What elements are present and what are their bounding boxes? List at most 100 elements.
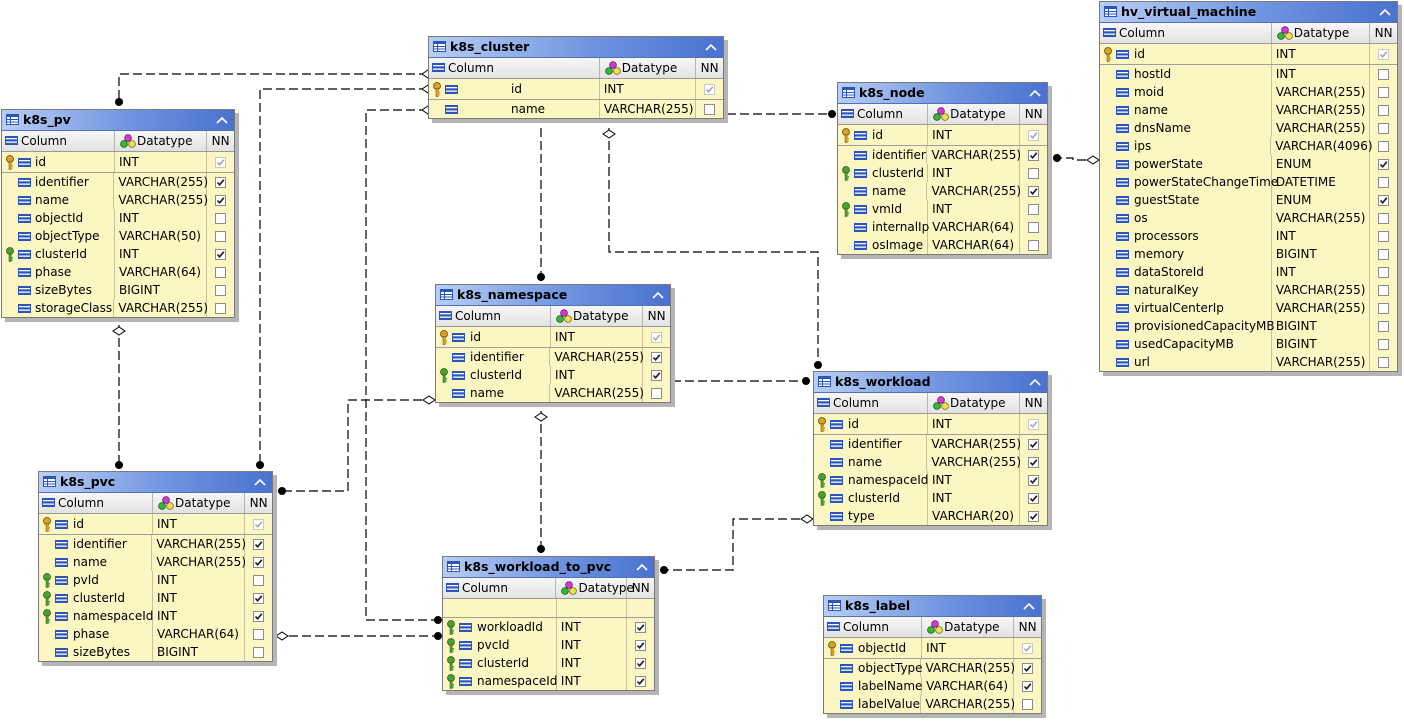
nn-checkbox[interactable] [1028, 239, 1040, 251]
nn-checkbox[interactable] [635, 675, 647, 687]
nn-checkbox[interactable] [1378, 68, 1390, 80]
entity-title-bar[interactable]: k8s_label [824, 596, 1041, 617]
entity-title-bar[interactable]: k8s_namespace [436, 285, 670, 306]
nn-checkbox[interactable] [1028, 492, 1040, 504]
nn-checkbox[interactable] [1378, 266, 1390, 278]
nn-checkbox[interactable] [1022, 662, 1034, 674]
nn-checkbox[interactable] [1378, 140, 1390, 152]
nn-checkbox[interactable] [1378, 176, 1390, 188]
nn-checkbox[interactable] [651, 387, 663, 399]
entity-title-bar[interactable]: k8s_node [838, 83, 1047, 104]
nn-checkbox[interactable] [1028, 203, 1040, 215]
entity-title-bar[interactable]: k8s_workload_to_pvc [443, 557, 654, 578]
nn-checkbox[interactable] [651, 351, 663, 363]
nn-checkbox[interactable] [253, 610, 265, 622]
nn-checkbox[interactable] [1022, 698, 1034, 710]
nn-checkbox[interactable] [215, 194, 227, 206]
nn-checkbox[interactable] [215, 302, 227, 314]
collapse-icon[interactable] [1023, 602, 1035, 610]
collapse-icon[interactable] [1379, 8, 1391, 16]
nn-checkbox[interactable] [215, 230, 227, 242]
entity-title-bar[interactable]: hv_virtual_machine [1100, 2, 1397, 23]
nn-checkbox[interactable] [1022, 642, 1034, 654]
nn-checkbox[interactable] [1378, 194, 1390, 206]
nn-checkbox[interactable] [1028, 167, 1040, 179]
collapse-icon[interactable] [1029, 89, 1041, 97]
nn-checkbox[interactable] [1028, 474, 1040, 486]
nn-checkbox[interactable] [1378, 284, 1390, 296]
nn-checkbox[interactable] [253, 556, 265, 568]
nn-checkbox[interactable] [635, 621, 647, 633]
collapse-icon[interactable] [1029, 378, 1041, 386]
nn-checkbox[interactable] [1378, 338, 1390, 350]
nn-checkbox[interactable] [215, 266, 227, 278]
nn-checkbox[interactable] [253, 538, 265, 550]
collapse-icon[interactable] [254, 478, 266, 486]
entity-title-bar[interactable]: k8s_pvc [39, 472, 272, 493]
nn-checkbox[interactable] [215, 156, 227, 168]
nn-checkbox[interactable] [1378, 356, 1390, 368]
nn-checkbox[interactable] [1022, 680, 1034, 692]
nn-checkbox[interactable] [635, 657, 647, 669]
entity-title-bar[interactable]: k8s_cluster [429, 37, 723, 58]
nn-checkbox[interactable] [1028, 221, 1040, 233]
nn-checkbox[interactable] [1378, 122, 1390, 134]
nn-checkbox[interactable] [1028, 510, 1040, 522]
nn-checkbox[interactable] [1378, 320, 1390, 332]
nn-checkbox[interactable] [1378, 48, 1390, 60]
nn-checkbox[interactable] [704, 83, 716, 95]
nn-checkbox[interactable] [704, 103, 716, 115]
entity-title-bar[interactable]: k8s_workload [814, 372, 1047, 393]
nn-checkbox[interactable] [1378, 248, 1390, 260]
nn-checkbox[interactable] [253, 574, 265, 586]
